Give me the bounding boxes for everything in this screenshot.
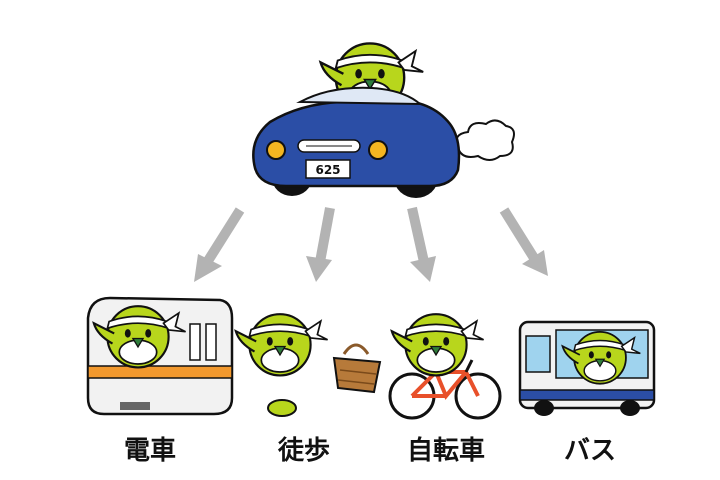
mode-label-bus: バス [563, 436, 616, 466]
basket-icon [332, 343, 382, 394]
walking-bird-icon [234, 313, 329, 377]
train-with-bird [86, 296, 234, 416]
car-with-bird: 625 [252, 42, 515, 198]
mode-label-train: 電車 [123, 436, 176, 466]
arrow-to-train-icon [194, 207, 245, 282]
car-icon: 625 [252, 86, 461, 198]
foot-icon [267, 399, 297, 417]
license-plate-number: 625 [315, 163, 340, 177]
mode-label-walk: 徒歩 [277, 436, 330, 466]
arrow-to-bicycle-icon [407, 206, 436, 282]
arrow-to-walk-icon [306, 207, 335, 282]
bicycle-with-bird [388, 313, 502, 420]
walking-bird [234, 313, 382, 417]
license-plate [305, 159, 351, 179]
exhaust-cloud-icon [455, 119, 515, 161]
arrow-to-bus-icon [499, 207, 548, 276]
mode-label-bicycle: 自転車 [406, 436, 485, 466]
bus-with-bird [518, 320, 656, 416]
arrows [194, 206, 548, 282]
